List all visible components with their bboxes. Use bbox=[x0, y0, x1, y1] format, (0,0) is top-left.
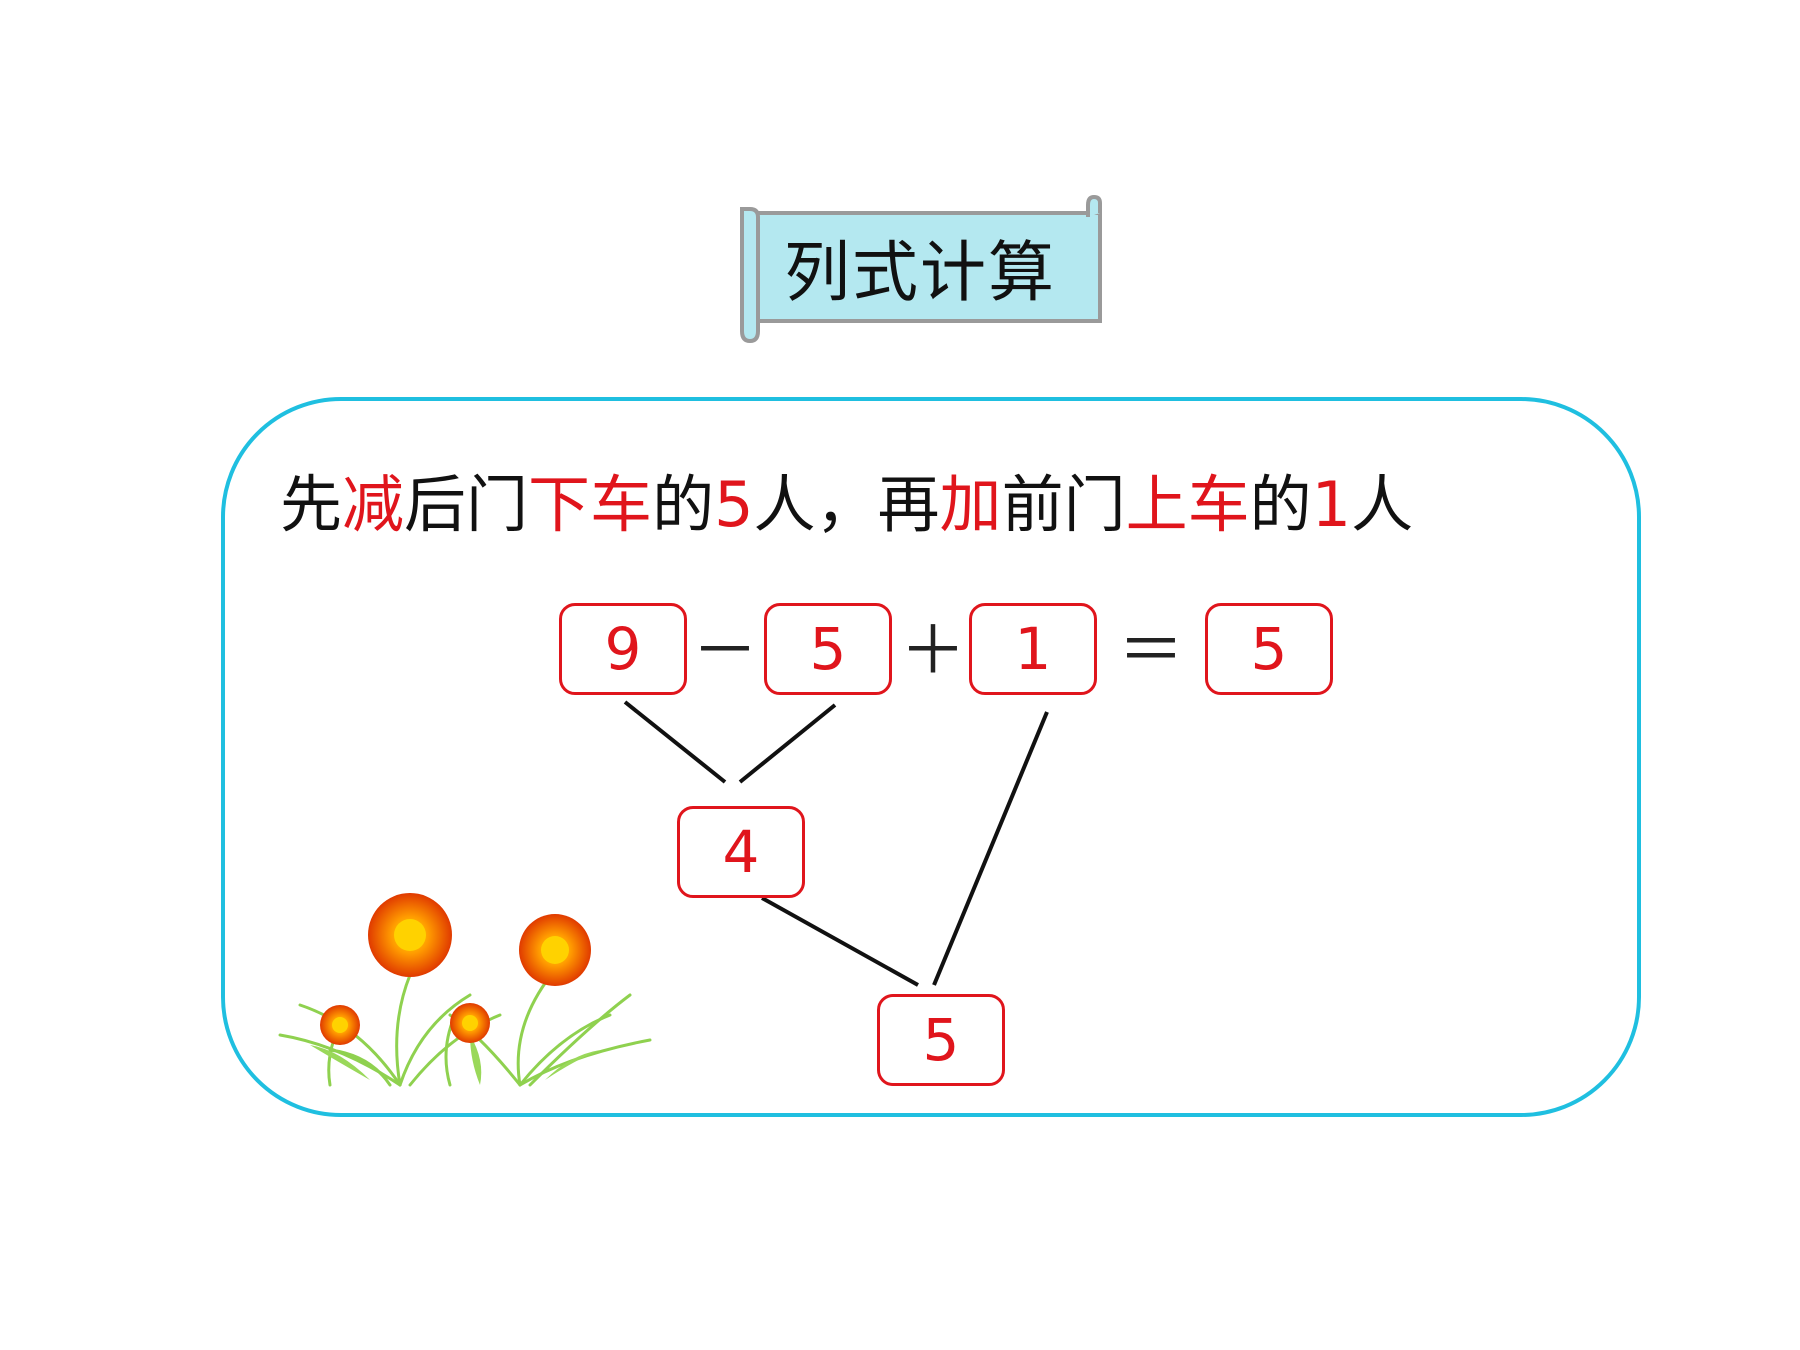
sentence-part: 先 bbox=[280, 468, 343, 541]
line-4-to-5 bbox=[761, 896, 919, 987]
title-banner bbox=[740, 195, 1102, 344]
sentence-part: 人，再 bbox=[753, 468, 940, 541]
flower-small-right bbox=[450, 1003, 490, 1043]
flowers-decoration bbox=[278, 893, 652, 1087]
sentence-part: 前门 bbox=[1001, 468, 1126, 541]
content-panel bbox=[221, 397, 1641, 1117]
sentence-part-highlight: 1 bbox=[1311, 468, 1352, 541]
line-1-to-5 bbox=[932, 711, 1049, 986]
line-5-to-4 bbox=[738, 703, 837, 784]
banner-title: 列式计算 bbox=[784, 234, 1056, 311]
sentence-part-highlight: 上车 bbox=[1125, 468, 1250, 541]
step1-result-box: 4 bbox=[677, 806, 805, 898]
step2-result-box: 5 bbox=[877, 994, 1005, 1086]
sentence-part-highlight: 下车 bbox=[528, 468, 653, 541]
flower-large-left bbox=[368, 893, 452, 977]
plus-sign: ＋ bbox=[900, 612, 966, 689]
result-box: 5 bbox=[1205, 603, 1333, 695]
operand-box-b: 5 bbox=[764, 603, 892, 695]
flower-small-left bbox=[320, 1005, 360, 1045]
line-9-to-4 bbox=[623, 700, 727, 784]
minus-sign: － bbox=[692, 612, 758, 689]
equals-sign: ＝ bbox=[1118, 612, 1184, 689]
sentence-part: 人 bbox=[1351, 468, 1414, 541]
operand-box-a: 9 bbox=[559, 603, 687, 695]
sentence-part-highlight: 减 bbox=[342, 468, 405, 541]
instruction-sentence: 先减后门下车的5人，再加前门上车的1人 bbox=[280, 460, 1580, 550]
sentence-part-highlight: 5 bbox=[714, 468, 754, 541]
sentence-part: 后门 bbox=[404, 468, 529, 541]
sentence-part: 的 bbox=[1249, 468, 1312, 541]
sentence-part: 的 bbox=[652, 468, 715, 541]
operand-box-c: 1 bbox=[969, 603, 1097, 695]
sentence-part-highlight: 加 bbox=[939, 468, 1002, 541]
flower-large-right bbox=[519, 914, 591, 986]
